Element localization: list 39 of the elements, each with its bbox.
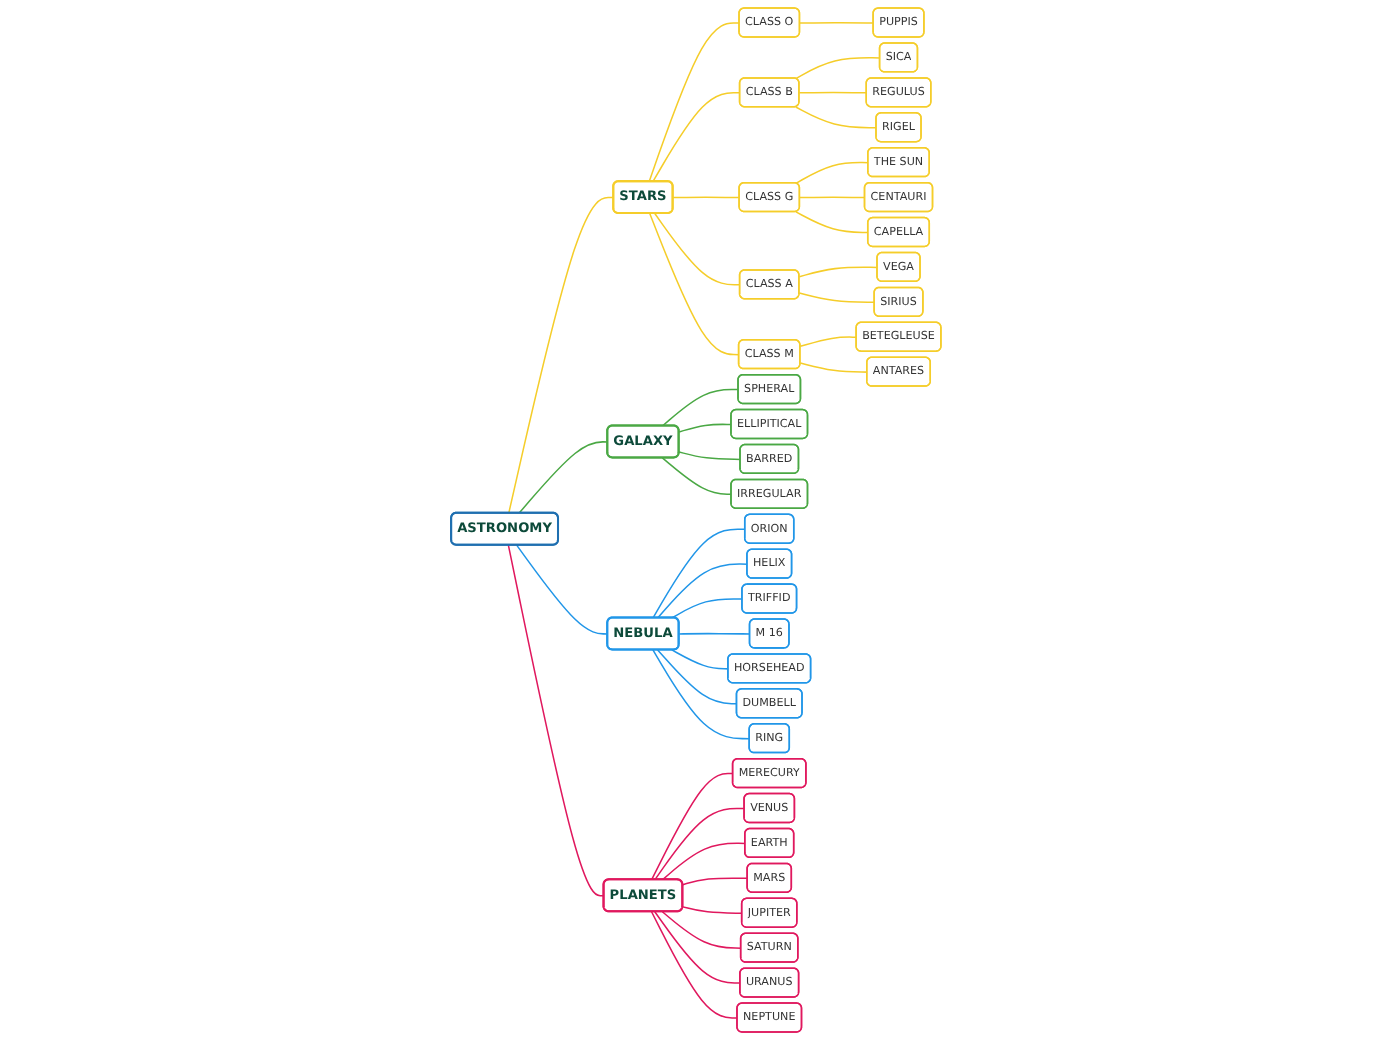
connector (654, 212, 741, 286)
connector (661, 911, 742, 949)
connector (652, 649, 751, 740)
connector (682, 906, 743, 914)
connector (798, 91, 868, 94)
connector (799, 196, 866, 199)
connector (652, 92, 741, 183)
connector (652, 528, 746, 619)
connector (678, 423, 733, 433)
connector (515, 544, 609, 635)
connector (661, 842, 747, 881)
connector (682, 877, 749, 886)
connector (650, 911, 739, 1019)
connector (648, 22, 741, 183)
connector (678, 632, 751, 635)
connector (799, 336, 858, 348)
connector (518, 441, 609, 515)
connector (654, 911, 742, 984)
connector (795, 161, 870, 185)
connector (795, 106, 878, 129)
connector (656, 649, 738, 705)
connector (656, 563, 749, 619)
connector (795, 211, 869, 234)
connector (672, 196, 741, 199)
connector (671, 649, 730, 670)
connector (798, 266, 879, 278)
connector (799, 362, 869, 373)
connector (654, 807, 746, 881)
connector (799, 21, 875, 24)
connector (661, 388, 740, 427)
connector (649, 212, 740, 356)
connector (795, 57, 881, 80)
connector (661, 457, 733, 496)
connector (671, 598, 744, 619)
connector (650, 772, 734, 881)
connector (678, 451, 742, 461)
connector (798, 292, 876, 304)
connector (507, 196, 615, 515)
connector (507, 544, 605, 897)
